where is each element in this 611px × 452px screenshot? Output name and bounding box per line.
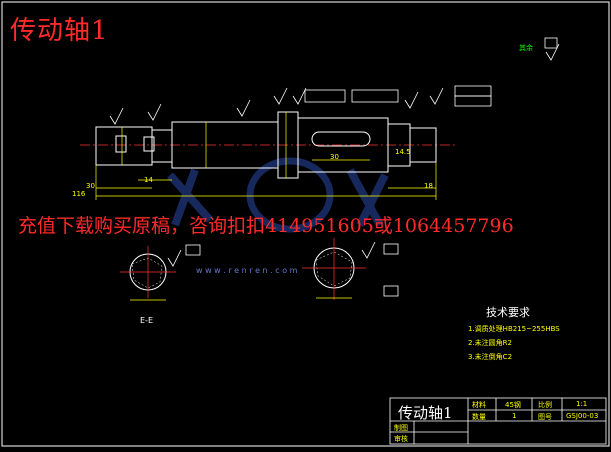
dim-right-small: 14.5 (395, 148, 411, 156)
dimension-lines (95, 112, 437, 200)
roughness-note: 其余 (519, 44, 533, 52)
title-block (389, 397, 607, 445)
tb-scale: 1:1 (576, 400, 588, 408)
tech-requirements-title: 技术要求 (486, 306, 530, 319)
section-e-e (120, 244, 201, 301)
tolerance-frames (304, 85, 492, 107)
tb-scale-label: 比例 (538, 401, 552, 409)
tb-material: 45钢 (505, 401, 521, 409)
promo-text: 充值下载购买原稿，咨询扣扣414951605或1064457796 (18, 215, 514, 237)
section-f-f (302, 238, 399, 300)
dim-left-len2: 14 (144, 176, 153, 184)
title-block-part-name: 传动轴1 (398, 404, 453, 422)
dim-key-len: 30 (330, 153, 339, 161)
dim-left-len: 30 (86, 182, 95, 190)
tb-drawing-no-label: 图号 (538, 413, 552, 421)
tb-checked-label: 审核 (394, 435, 408, 443)
watermark-logo (167, 157, 389, 233)
tb-qty: 1 (512, 412, 517, 420)
tech-item-3: 3.未注倒角C2 (468, 353, 513, 361)
tb-drawn-label: 制图 (394, 424, 408, 432)
dim-overall-length: 116 (72, 190, 86, 198)
tb-drawing-no: GSJ00-03 (566, 412, 599, 420)
tech-item-2: 2.未注圆角R2 (468, 339, 512, 347)
tb-material-label: 材料 (472, 401, 486, 409)
drawing-big-title: 传动轴1 (10, 16, 109, 46)
shaft-outline (95, 111, 437, 179)
dim-right-len: 18 (424, 182, 433, 190)
watermark-url: w w w . r e n r e n . c o m (196, 266, 298, 275)
tech-item-1: 1.调质处理HB215~255HBS (468, 325, 560, 333)
roughness-symbols (109, 37, 560, 125)
tb-qty-label: 数量 (472, 413, 486, 421)
section-label-e-e: E-E (140, 316, 153, 325)
